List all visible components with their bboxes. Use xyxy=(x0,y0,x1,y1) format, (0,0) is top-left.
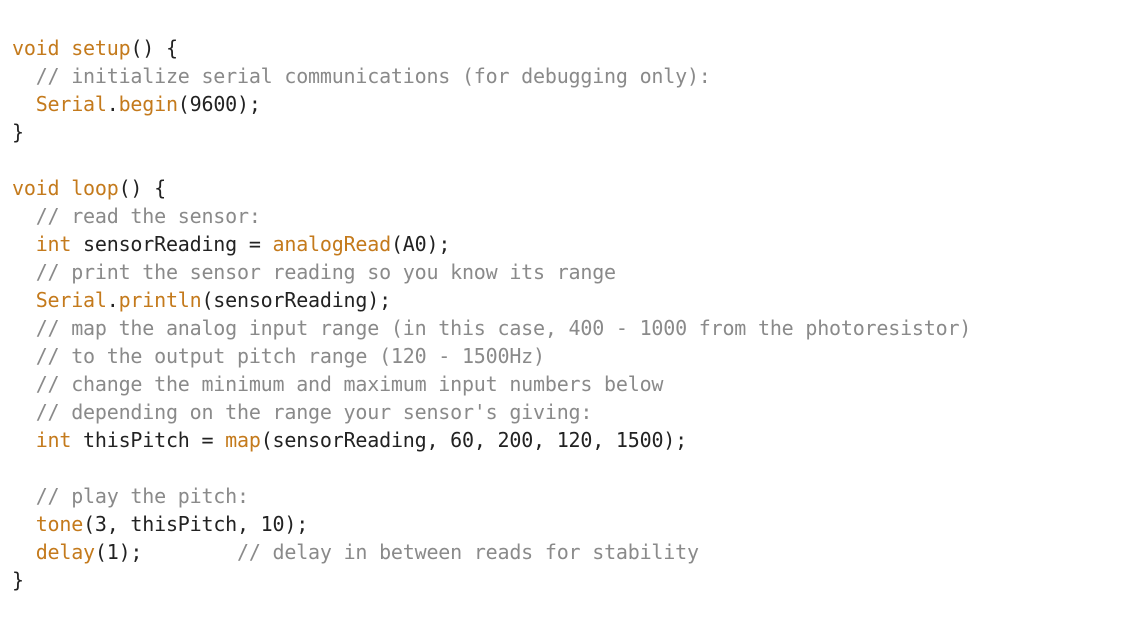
code-line: tone(3, thisPitch, 10); xyxy=(12,510,971,538)
code-text xyxy=(59,36,71,60)
code-line: // print the sensor reading so you know … xyxy=(12,258,971,286)
code-line: // change the minimum and maximum input … xyxy=(12,370,971,398)
code-line xyxy=(12,146,971,174)
code-line: } xyxy=(12,118,971,146)
code-line: int sensorReading = analogRead(A0); xyxy=(12,230,971,258)
code-text xyxy=(12,372,36,396)
code-comment: // print the sensor reading so you know … xyxy=(35,260,616,284)
code-comment: // delay in between reads for stability xyxy=(237,540,699,564)
code-line: Serial.println(sensorReading); xyxy=(12,286,971,314)
code-comment: // read the sensor: xyxy=(35,204,261,228)
code-line: // map the analog input range (in this c… xyxy=(12,314,972,342)
code-text: (sensorReading, 60, 200, 120, 1500); xyxy=(260,428,687,452)
code-text: . xyxy=(106,92,119,116)
code-text: (A0); xyxy=(390,232,451,256)
code-identifier: delay xyxy=(35,540,95,564)
code-comment: // play the pitch: xyxy=(35,484,249,508)
code-keyword: void xyxy=(12,176,60,200)
code-comment: // initialize serial communications (for… xyxy=(35,64,711,88)
code-identifier: loop xyxy=(71,176,119,200)
code-text: thisPitch = xyxy=(71,428,226,452)
code-text xyxy=(12,428,36,452)
code-keyword: int xyxy=(35,428,72,452)
code-text xyxy=(12,260,36,284)
code-identifier: setup xyxy=(71,36,131,60)
code-keyword: int xyxy=(35,232,72,256)
code-text xyxy=(12,484,36,508)
code-line: } xyxy=(12,566,971,594)
code-line: void setup() { xyxy=(12,34,971,62)
code-line: // depending on the range your sensor's … xyxy=(12,398,971,426)
code-line: // play the pitch: xyxy=(12,482,971,510)
code-identifier: map xyxy=(225,428,261,452)
code-text xyxy=(12,512,36,536)
code-comment: // to the output pitch range (120 - 1500… xyxy=(35,344,545,368)
code-comment: // change the minimum and maximum input … xyxy=(35,372,664,396)
code-identifier: begin xyxy=(118,92,178,116)
code-text: sensorReading = xyxy=(71,232,273,256)
code-listing: void setup() { // initialize serial comm… xyxy=(12,34,971,594)
code-text: . xyxy=(106,288,119,312)
code-line: Serial.begin(9600); xyxy=(12,90,971,118)
code-text xyxy=(12,540,36,564)
code-identifier: tone xyxy=(35,512,84,536)
code-text xyxy=(12,288,36,312)
code-text xyxy=(12,344,36,368)
code-comment: // depending on the range your sensor's … xyxy=(35,400,593,424)
code-text: } xyxy=(12,120,24,144)
code-text: () { xyxy=(130,36,178,60)
code-text: () { xyxy=(118,176,167,200)
code-text xyxy=(12,92,36,116)
code-line: int thisPitch = map(sensorReading, 60, 2… xyxy=(12,426,971,454)
code-comment: // map the analog input range (in this c… xyxy=(35,316,972,340)
code-line: // read the sensor: xyxy=(12,202,971,230)
code-line: // to the output pitch range (120 - 1500… xyxy=(12,342,971,370)
code-line: delay(1); // delay in between reads for … xyxy=(12,538,971,566)
code-text xyxy=(12,232,36,256)
code-text: (sensorReading); xyxy=(201,288,391,312)
code-keyword: void xyxy=(12,36,60,60)
code-text: (3, thisPitch, 10); xyxy=(83,512,309,536)
code-text: (1); xyxy=(94,540,237,564)
code-text xyxy=(59,176,71,200)
code-text: } xyxy=(12,568,24,592)
code-text xyxy=(12,64,36,88)
code-identifier: Serial xyxy=(35,92,107,116)
code-text xyxy=(12,400,36,424)
code-identifier: analogRead xyxy=(272,232,392,256)
code-line: void loop() { xyxy=(12,174,971,202)
code-line: // initialize serial communications (for… xyxy=(12,62,971,90)
code-text xyxy=(12,204,36,228)
code-line xyxy=(12,454,971,482)
code-text: (9600); xyxy=(177,92,261,116)
code-identifier: Serial xyxy=(35,288,107,312)
code-identifier: println xyxy=(118,288,202,312)
code-text xyxy=(12,316,36,340)
